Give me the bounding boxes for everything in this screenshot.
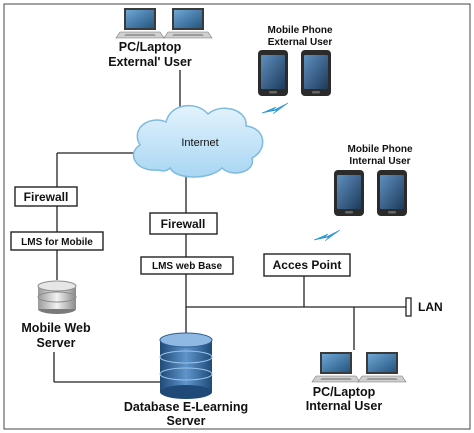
- firewall-center-label: Firewall: [161, 217, 206, 231]
- cloud-icon: [132, 104, 264, 178]
- lms-web-base: LMS web Base: [140, 256, 234, 275]
- internet-label: Internet: [181, 137, 218, 149]
- mobile-external-label-line2: External User: [268, 37, 333, 48]
- mobile-phone-icon: [258, 50, 288, 96]
- pc-laptop-internal-user: PC/Laptop Internal User: [306, 351, 407, 413]
- internet-cloud: Internet: [132, 104, 264, 178]
- lan-label: LAN: [418, 300, 443, 314]
- mobile-web-server: Mobile Web Server: [21, 280, 91, 350]
- lms-for-mobile: LMS for Mobile: [10, 231, 104, 251]
- firewall-left: Firewall: [14, 186, 78, 207]
- firewall-center-box: [149, 212, 218, 235]
- db-server-label-line1: Database E-Learning: [124, 400, 248, 414]
- access-point-box: [263, 253, 351, 277]
- connection-lines: [53, 70, 406, 383]
- mobile-internal-label-line1: Mobile Phone: [348, 144, 413, 155]
- wireless-signal-icon: [313, 229, 341, 242]
- wireless-signal-icon: [261, 102, 289, 115]
- laptop-icon: [311, 351, 361, 383]
- lan-terminator: LAN: [405, 297, 443, 317]
- db-server-label-line2: Server: [167, 414, 206, 428]
- mobile-phone-icon: [377, 170, 407, 216]
- access-point: Acces Point: [263, 253, 351, 277]
- laptop-icon: [357, 351, 407, 383]
- lms-web-box: [140, 256, 234, 275]
- lan-endpoint: [405, 297, 412, 317]
- access-point-label: Acces Point: [273, 258, 342, 272]
- mobile-internal-label-line2: Internal User: [349, 156, 410, 167]
- lms-mobile-label: LMS for Mobile: [21, 237, 93, 248]
- pc-internal-label-line1: PC/Laptop: [313, 385, 376, 399]
- pc-external-label-line2: External' User: [108, 55, 192, 69]
- pc-external-label-line1: PC/Laptop: [119, 40, 182, 54]
- database-e-learning-server: Database E-Learning Server: [124, 332, 248, 428]
- database-icon: [159, 332, 213, 399]
- lms-mobile-box: [10, 231, 104, 251]
- mobile-phone-internal-user: Mobile Phone Internal User: [313, 144, 413, 242]
- laptop-icon: [115, 7, 165, 39]
- mobile-external-label-line1: Mobile Phone: [268, 25, 333, 36]
- mobile-server-label-line2: Server: [37, 336, 76, 350]
- mobile-phone-external-user: Mobile Phone External User: [258, 25, 333, 115]
- firewall-left-box: [14, 186, 78, 207]
- server-icon: [37, 280, 77, 314]
- diagram-frame: [3, 3, 471, 430]
- mobile-phone-icon: [301, 50, 331, 96]
- firewall-center: Firewall: [149, 212, 218, 235]
- laptop-icon: [163, 7, 213, 39]
- pc-internal-label-line2: Internal User: [306, 399, 383, 413]
- lms-web-label: LMS web Base: [152, 261, 222, 272]
- firewall-left-label: Firewall: [24, 190, 69, 204]
- pc-laptop-external-user: PC/Laptop External' User: [108, 7, 213, 69]
- mobile-server-label-line1: Mobile Web: [21, 321, 91, 335]
- mobile-phone-icon: [334, 170, 364, 216]
